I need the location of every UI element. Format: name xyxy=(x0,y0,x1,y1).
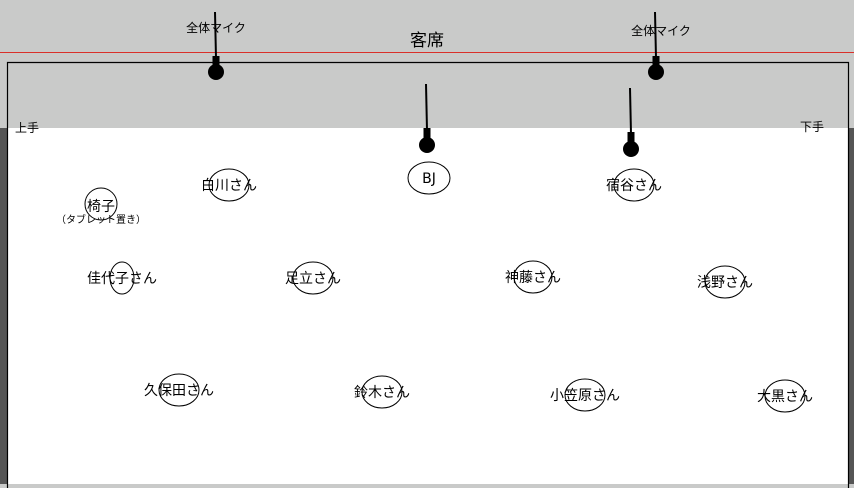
performer-marker: 久保田さん xyxy=(144,373,214,407)
stage-left-label: 上手 xyxy=(15,121,39,135)
performer-circle xyxy=(613,168,655,202)
performer-name: 神藤さん xyxy=(505,270,561,286)
performer-name: 久保田さん xyxy=(144,383,214,399)
performer-name: 浅野さん xyxy=(697,275,753,291)
performer-marker: 鈴木さん xyxy=(354,375,410,409)
performer-name: 白川さん xyxy=(201,178,257,194)
performer-name: BJ xyxy=(422,171,436,187)
right-wing xyxy=(848,128,854,488)
performer-marker: BJ xyxy=(407,161,451,195)
audience-label: 客席 xyxy=(410,31,444,51)
bottom-edge xyxy=(0,484,854,488)
performer-circle xyxy=(407,161,451,195)
performer-name: 大黒さん xyxy=(757,389,813,405)
performer-marker: 浅野さん xyxy=(697,265,753,299)
stage-right-label: 下手 xyxy=(800,120,824,134)
microphone-icon xyxy=(623,87,639,157)
performer-circle xyxy=(208,168,250,202)
microphone-icon xyxy=(419,83,435,153)
performer-circle xyxy=(361,375,403,409)
performer-marker: 神藤さん xyxy=(505,260,561,294)
stage-outline xyxy=(6,61,850,488)
performer-marker: 宿谷さん xyxy=(606,168,662,202)
performer-circle xyxy=(704,265,746,299)
chair-label: 椅子 xyxy=(87,199,115,215)
performer-name: 佳代子さん xyxy=(87,271,157,287)
performer-circle xyxy=(764,379,806,413)
performer-circle xyxy=(292,261,334,295)
microphone-icon xyxy=(208,11,224,80)
performer-name: 足立さん xyxy=(285,271,341,287)
left-wing xyxy=(0,128,7,488)
chair: 椅子 （タブレット置き） xyxy=(56,187,146,226)
performer-marker: 大黒さん xyxy=(757,379,813,413)
performer-name: 小笠原さん xyxy=(550,388,620,404)
chair-note: （タブレット置き） xyxy=(56,213,146,226)
performer-name: 鈴木さん xyxy=(354,385,410,401)
performer-circle xyxy=(564,378,606,412)
performer-circle xyxy=(109,261,135,295)
performer-marker: 白川さん xyxy=(201,168,257,202)
mic-label: 全体マイク xyxy=(631,23,691,38)
performer-circle xyxy=(513,260,553,294)
performer-marker: 足立さん xyxy=(285,261,341,295)
microphone-icon xyxy=(648,11,664,80)
performer-name: 宿谷さん xyxy=(606,177,662,194)
performer-marker: 佳代子さん xyxy=(87,261,157,295)
performer-marker: 小笠原さん xyxy=(550,378,620,412)
performer-circle xyxy=(158,373,200,407)
